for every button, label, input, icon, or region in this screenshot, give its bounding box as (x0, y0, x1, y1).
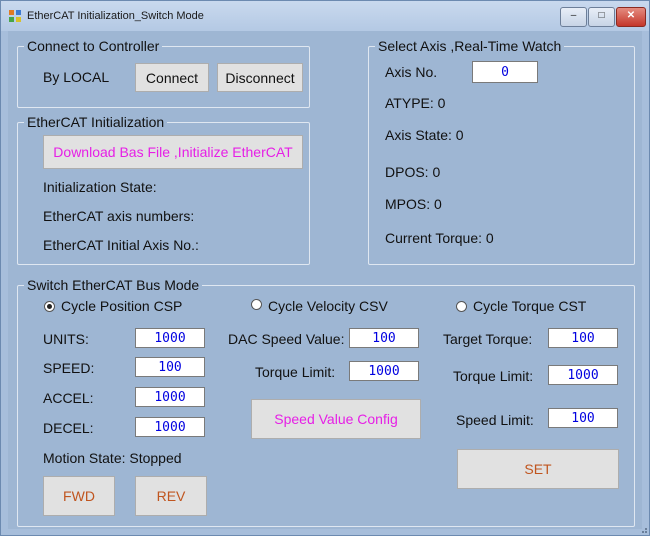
init-legend: EtherCAT Initialization (24, 114, 168, 130)
decel-label: DECEL: (43, 420, 94, 436)
axis-numbers-label: EtherCAT axis numbers: (43, 208, 195, 224)
rev-button[interactable]: REV (135, 476, 207, 516)
accel-input[interactable]: 1000 (135, 387, 205, 407)
connect-button[interactable]: Connect (135, 63, 209, 92)
atype-label: ATYPE: 0 (385, 95, 446, 111)
motion-state-label: Motion State: Stopped (43, 450, 182, 466)
init-state-label: Initialization State: (43, 179, 157, 195)
csv-torque-limit-label: Torque Limit: (255, 364, 336, 380)
connection-mode-label: By LOCAL (43, 69, 110, 85)
speed-label: SPEED: (43, 360, 95, 376)
csv-torque-limit-input[interactable]: 1000 (349, 361, 419, 381)
init-group: EtherCAT Initialization Download Bas Fil… (17, 114, 310, 265)
decel-input[interactable]: 1000 (135, 417, 205, 437)
disconnect-button[interactable]: Disconnect (217, 63, 303, 92)
connect-legend: Connect to Controller (24, 38, 163, 54)
cst-torque-limit-label: Torque Limit: (453, 368, 534, 384)
csv-radio[interactable] (251, 299, 262, 310)
csp-radio-label[interactable]: Cycle Position CSP (61, 298, 183, 314)
resize-grip-icon[interactable] (639, 525, 647, 533)
speed-limit-label: Speed Limit: (456, 412, 534, 428)
cst-radio[interactable] (456, 301, 467, 312)
bus-mode-group: Switch EtherCAT Bus Mode Cycle Position … (17, 277, 635, 527)
target-torque-input[interactable]: 100 (548, 328, 618, 348)
app-icon (9, 10, 21, 22)
accel-label: ACCEL: (43, 390, 94, 406)
initial-axis-label: EtherCAT Initial Axis No.: (43, 237, 199, 253)
cst-torque-limit-input[interactable]: 1000 (548, 365, 618, 385)
speed-input[interactable]: 100 (135, 357, 205, 377)
fwd-button[interactable]: FWD (43, 476, 115, 516)
close-button[interactable]: ✕ (616, 7, 646, 27)
title-bar: EtherCAT Initialization_Switch Mode – □ … (1, 1, 649, 31)
mpos-label: MPOS: 0 (385, 196, 442, 212)
dpos-label: DPOS: 0 (385, 164, 441, 180)
axis-state-label: Axis State: 0 (385, 127, 464, 143)
speed-limit-input[interactable]: 100 (548, 408, 618, 428)
connect-group: Connect to Controller By LOCAL Connect D… (17, 38, 310, 108)
bus-mode-legend: Switch EtherCAT Bus Mode (24, 277, 203, 293)
units-input[interactable]: 1000 (135, 328, 205, 348)
window-title: EtherCAT Initialization_Switch Mode (27, 10, 204, 22)
set-button[interactable]: SET (457, 449, 619, 489)
current-torque-label: Current Torque: 0 (385, 230, 494, 246)
client-area: Connect to Controller By LOCAL Connect D… (8, 31, 642, 529)
minimize-button[interactable]: – (560, 7, 587, 27)
cst-radio-label[interactable]: Cycle Torque CST (473, 298, 587, 314)
units-label: UNITS: (43, 331, 89, 347)
maximize-button[interactable]: □ (588, 7, 615, 27)
csp-radio[interactable] (44, 301, 55, 312)
speed-value-config-button[interactable]: Speed Value Config (251, 399, 421, 439)
target-torque-label: Target Torque: (443, 331, 533, 347)
csv-radio-label[interactable]: Cycle Velocity CSV (268, 298, 388, 314)
watch-legend: Select Axis ,Real-Time Watch (375, 38, 565, 54)
watch-group: Select Axis ,Real-Time Watch Axis No. 0 … (368, 38, 635, 265)
axis-no-label: Axis No. (385, 64, 438, 80)
dac-speed-label: DAC Speed Value: (228, 331, 345, 347)
download-init-button[interactable]: Download Bas File ,Initialize EtherCAT (43, 135, 303, 169)
axis-no-input[interactable]: 0 (472, 61, 538, 83)
dac-speed-input[interactable]: 100 (349, 328, 419, 348)
